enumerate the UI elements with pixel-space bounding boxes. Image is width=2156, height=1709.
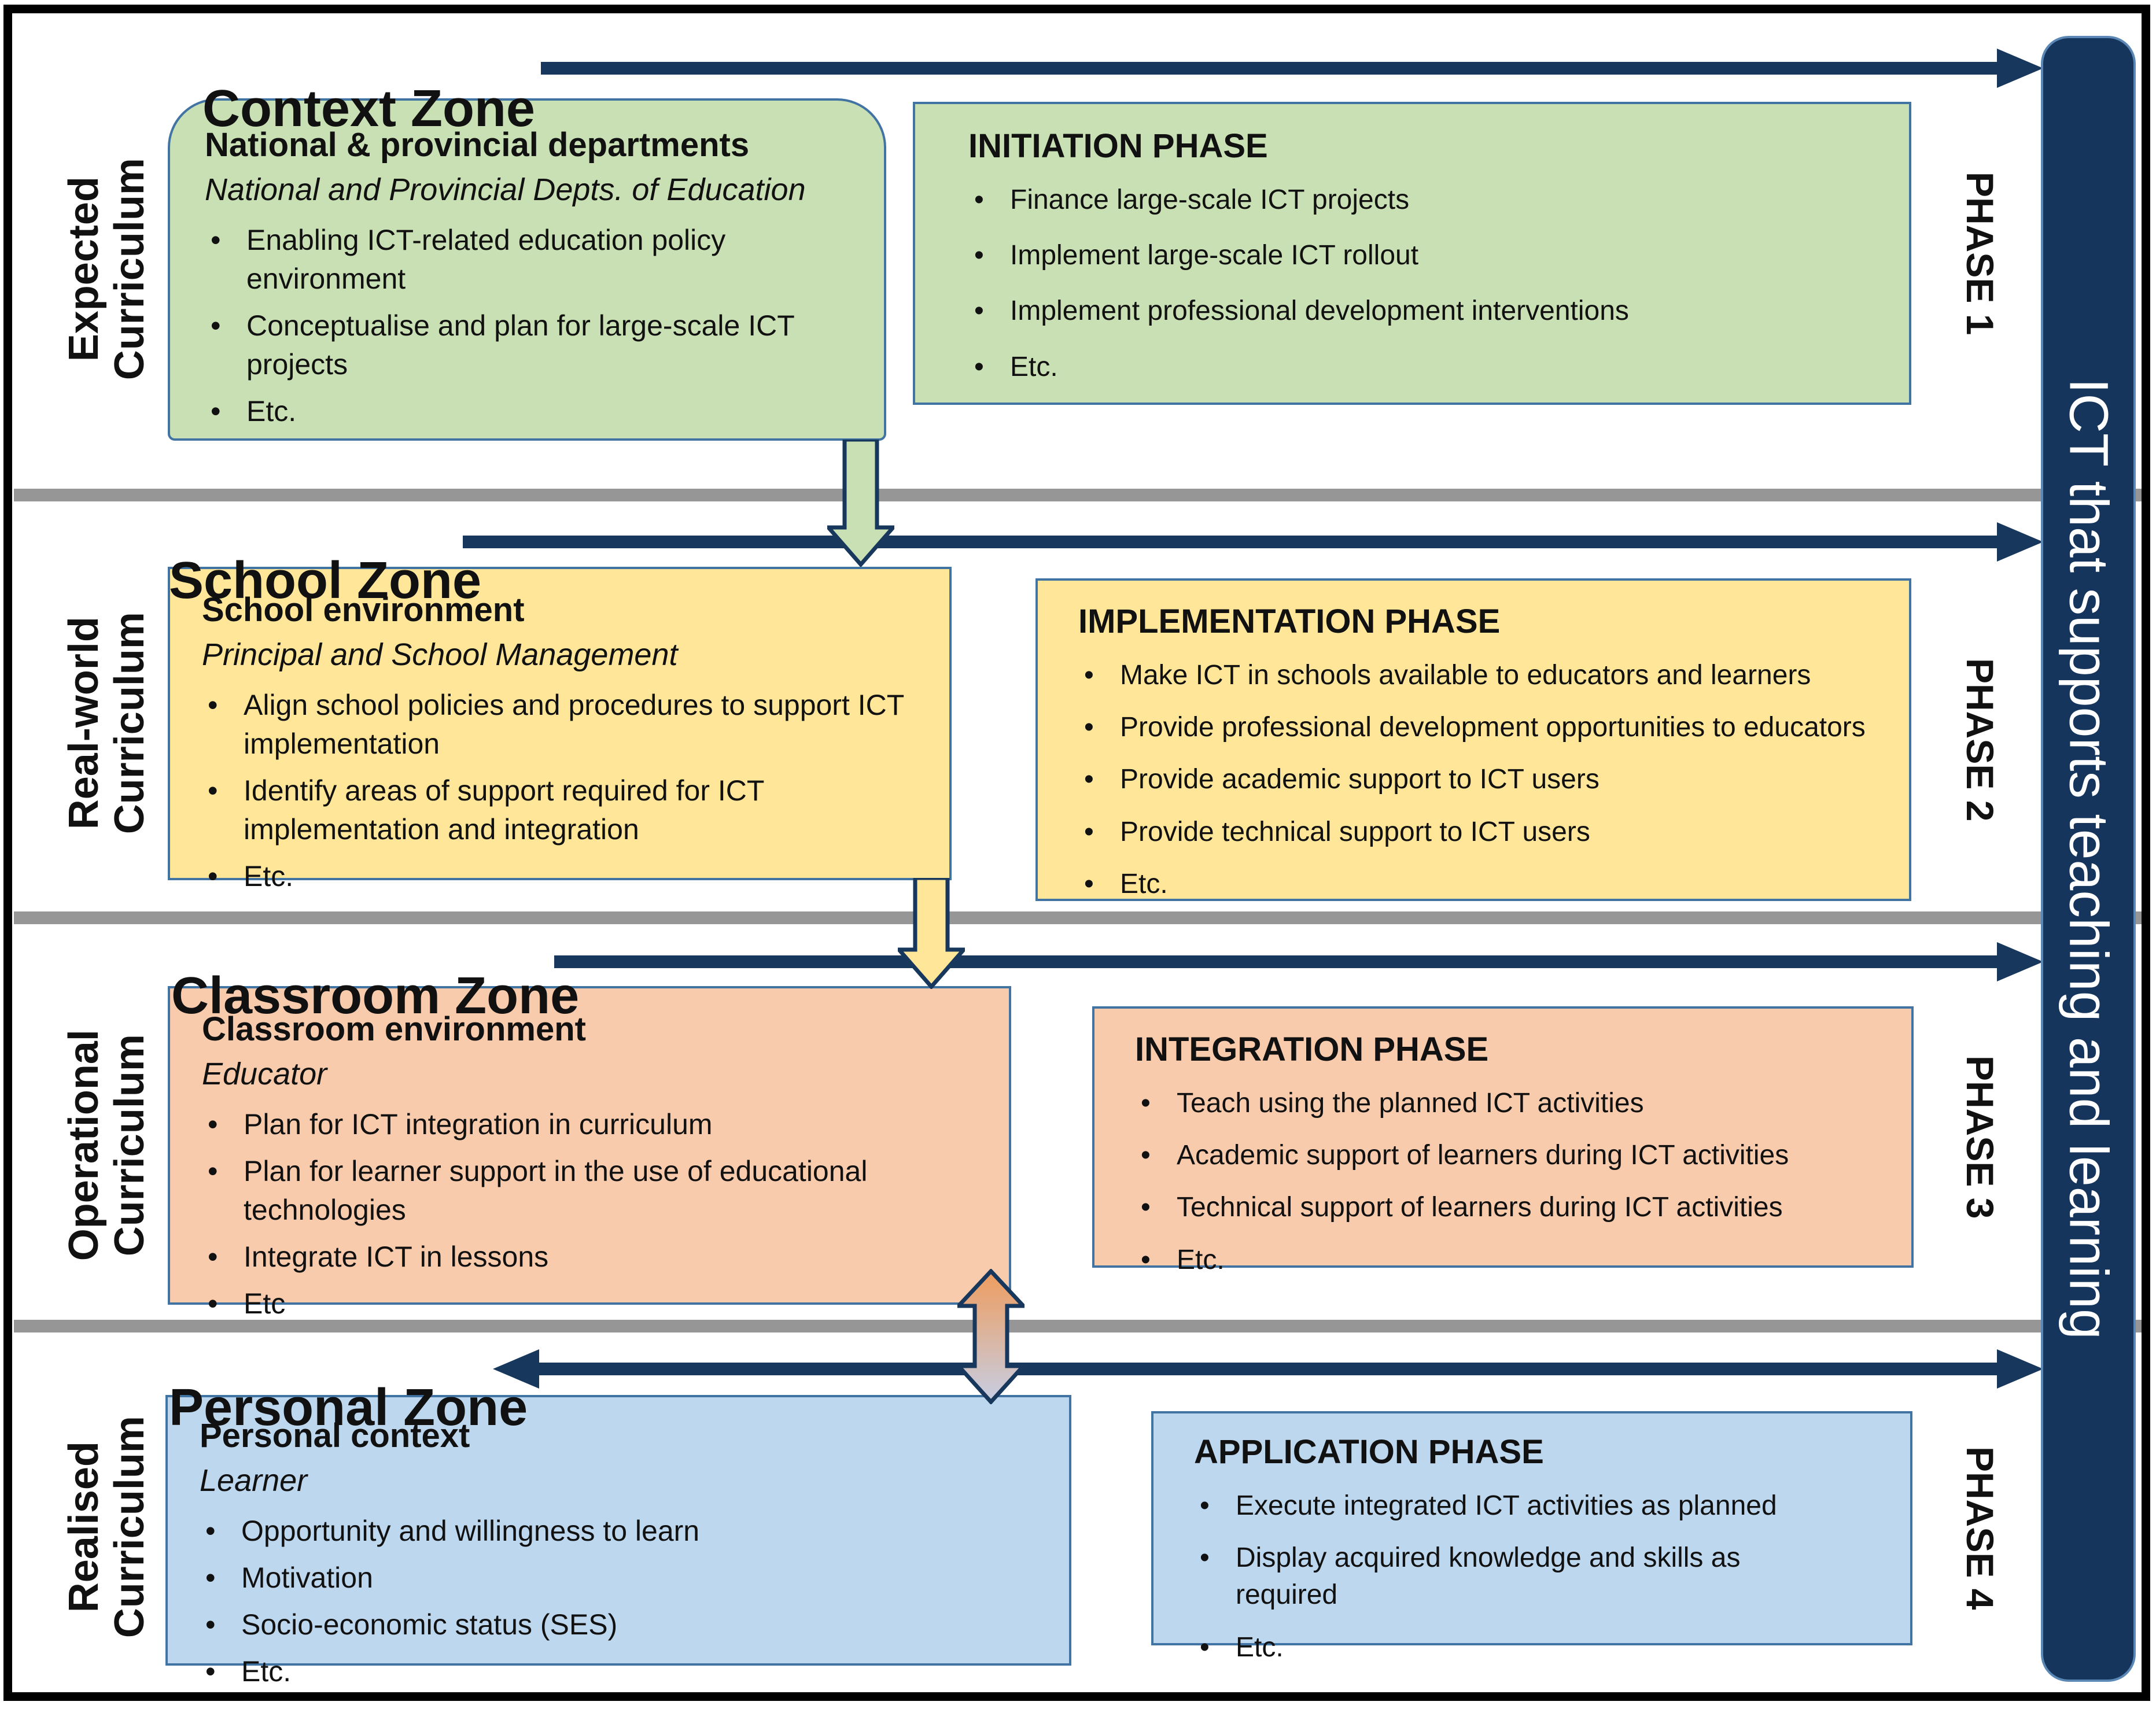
curriculum-label-operational: Operational Curriculum: [60, 1029, 153, 1261]
list-item: Etc.: [1135, 1242, 1894, 1279]
list-item: Teach using the planned ICT activities: [1135, 1085, 1894, 1123]
curriculum-label-real-world: Real-world Curriculum: [60, 611, 153, 835]
phase-box-heading: APPLICATION PHASE: [1194, 1433, 1544, 1471]
env-box-bullets: Opportunity and willingness to learn Mot…: [200, 1512, 1046, 1691]
curriculum-label-expected: Expected Curriculum: [60, 157, 153, 381]
list-item: Make ICT in schools available to educato…: [1078, 657, 1892, 695]
list-item: Display acquired knowledge and skills as…: [1194, 1540, 1826, 1614]
arrowhead-left-icon: [493, 1349, 539, 1389]
env-box-bullets: Enabling ICT-related education policy en…: [205, 221, 852, 431]
arrowhead-right-icon: [1997, 942, 2043, 981]
list-item: Implement large-scale ICT rollout: [968, 237, 1886, 275]
list-item: Provide academic support to ICT users: [1078, 761, 1892, 799]
zone-title-classroom: Classroom Zone: [171, 966, 580, 1025]
env-box-personal: Personal context Learner Opportunity and…: [165, 1395, 1071, 1691]
list-item: Provide technical support to ICT users: [1078, 814, 1892, 851]
list-item: Execute integrated ICT activities as pla…: [1194, 1487, 1826, 1525]
zone-arrow-line-school: [463, 536, 2002, 548]
env-box-subtitle: Educator: [202, 1056, 327, 1091]
list-item: Socio-economic status (SES): [200, 1605, 1046, 1644]
list-item: Implement professional development inter…: [968, 293, 1886, 330]
bidirectional-arrow-classroom-personal-icon: [957, 1269, 1024, 1404]
env-box-school: School environment Principal and School …: [168, 567, 952, 896]
down-arrow-context-to-school-icon: [827, 440, 894, 567]
env-box-context: National & provincial departments Nation…: [168, 98, 886, 441]
list-item: Motivation: [200, 1559, 1046, 1597]
phase-box-implementation: IMPLEMENTATION PHASE Make ICT in schools…: [1035, 578, 1911, 903]
zone-arrow-line-personal: [536, 1363, 2002, 1375]
curriculum-label-realised: Realised Curriculum: [60, 1415, 153, 1638]
ict-support-bar: ICT that supports teaching and learning: [2041, 36, 2136, 1682]
zone-arrow-line-classroom: [554, 955, 2002, 968]
list-item: Integrate ICT in lessons: [202, 1238, 986, 1276]
phase-box-heading: IMPLEMENTATION PHASE: [1078, 603, 1501, 640]
env-box-heading: National & provincial departments: [205, 126, 750, 164]
env-box-subtitle: Learner: [200, 1463, 308, 1498]
list-item: Plan for learner support in the use of e…: [202, 1152, 986, 1230]
list-item: Conceptualise and plan for large-scale I…: [205, 307, 852, 384]
phase-box-integration: INTEGRATION PHASE Teach using the planne…: [1092, 1006, 1914, 1279]
phase-box-application: APPLICATION PHASE Execute integrated ICT…: [1151, 1411, 1912, 1666]
env-box-heading: School environment: [202, 591, 525, 629]
list-item: Academic support of learners during ICT …: [1135, 1137, 1894, 1175]
env-box-heading: Personal context: [200, 1417, 470, 1455]
list-item: Etc.: [205, 392, 852, 431]
list-item: Etc: [202, 1284, 986, 1323]
ict-support-bar-label: ICT that supports teaching and learning: [2058, 378, 2120, 1339]
zone-title-personal: Personal Zone: [169, 1378, 528, 1437]
zone-divider: [14, 489, 2144, 501]
arrowhead-right-icon: [1997, 1349, 2043, 1389]
phase-box-bullets: Teach using the planned ICT activities A…: [1135, 1085, 1894, 1279]
phase-box-heading: INTEGRATION PHASE: [1135, 1031, 1489, 1068]
list-item: Etc.: [200, 1652, 1046, 1691]
zone-arrow-line-context: [541, 62, 2002, 75]
list-item: Etc.: [968, 349, 1886, 386]
list-item: Provide professional development opportu…: [1078, 709, 1892, 747]
list-item: Finance large-scale ICT projects: [968, 182, 1886, 219]
list-item: Align school policies and procedures to …: [202, 686, 926, 763]
list-item: Plan for ICT integration in curriculum: [202, 1105, 986, 1144]
env-box-heading: Classroom environment: [202, 1010, 586, 1048]
list-item: Identify areas of support required for I…: [202, 772, 926, 849]
env-box-subtitle: Principal and School Management: [202, 637, 678, 672]
phase-box-bullets: Finance large-scale ICT projects Impleme…: [968, 182, 1886, 386]
env-box-bullets: Align school policies and procedures to …: [202, 686, 926, 896]
down-arrow-school-to-classroom-icon: [898, 878, 965, 989]
env-box-subtitle: National and Provincial Depts. of Educat…: [205, 172, 806, 207]
phase-box-heading: INITIATION PHASE: [968, 127, 1268, 165]
phase-box-bullets: Make ICT in schools available to educato…: [1078, 657, 1892, 903]
zone-title-context: Context Zone: [202, 79, 535, 138]
phase-box-bullets: Execute integrated ICT activities as pla…: [1194, 1487, 1826, 1667]
phase-box-initiation: INITIATION PHASE Finance large-scale ICT…: [913, 102, 1911, 405]
zone-divider: [14, 911, 2144, 924]
phase-label-1: PHASE 1: [1959, 171, 2002, 335]
list-item: Opportunity and willingness to learn: [200, 1512, 1046, 1551]
list-item: Enabling ICT-related education policy en…: [205, 221, 852, 298]
list-item: Technical support of learners during ICT…: [1135, 1189, 1894, 1227]
list-item: Etc.: [202, 857, 926, 896]
phase-label-4: PHASE 4: [1959, 1446, 2002, 1610]
env-box-classroom: Classroom environment Educator Plan for …: [168, 986, 1011, 1323]
phase-label-2: PHASE 2: [1959, 658, 2002, 822]
list-item: Etc.: [1078, 866, 1892, 903]
phase-label-3: PHASE 3: [1959, 1055, 2002, 1219]
list-item: Etc.: [1194, 1629, 1826, 1667]
arrowhead-right-icon: [1997, 522, 2043, 562]
arrowhead-right-icon: [1997, 49, 2043, 88]
env-box-bullets: Plan for ICT integration in curriculum P…: [202, 1105, 986, 1323]
zone-title-school: School Zone: [169, 551, 481, 610]
